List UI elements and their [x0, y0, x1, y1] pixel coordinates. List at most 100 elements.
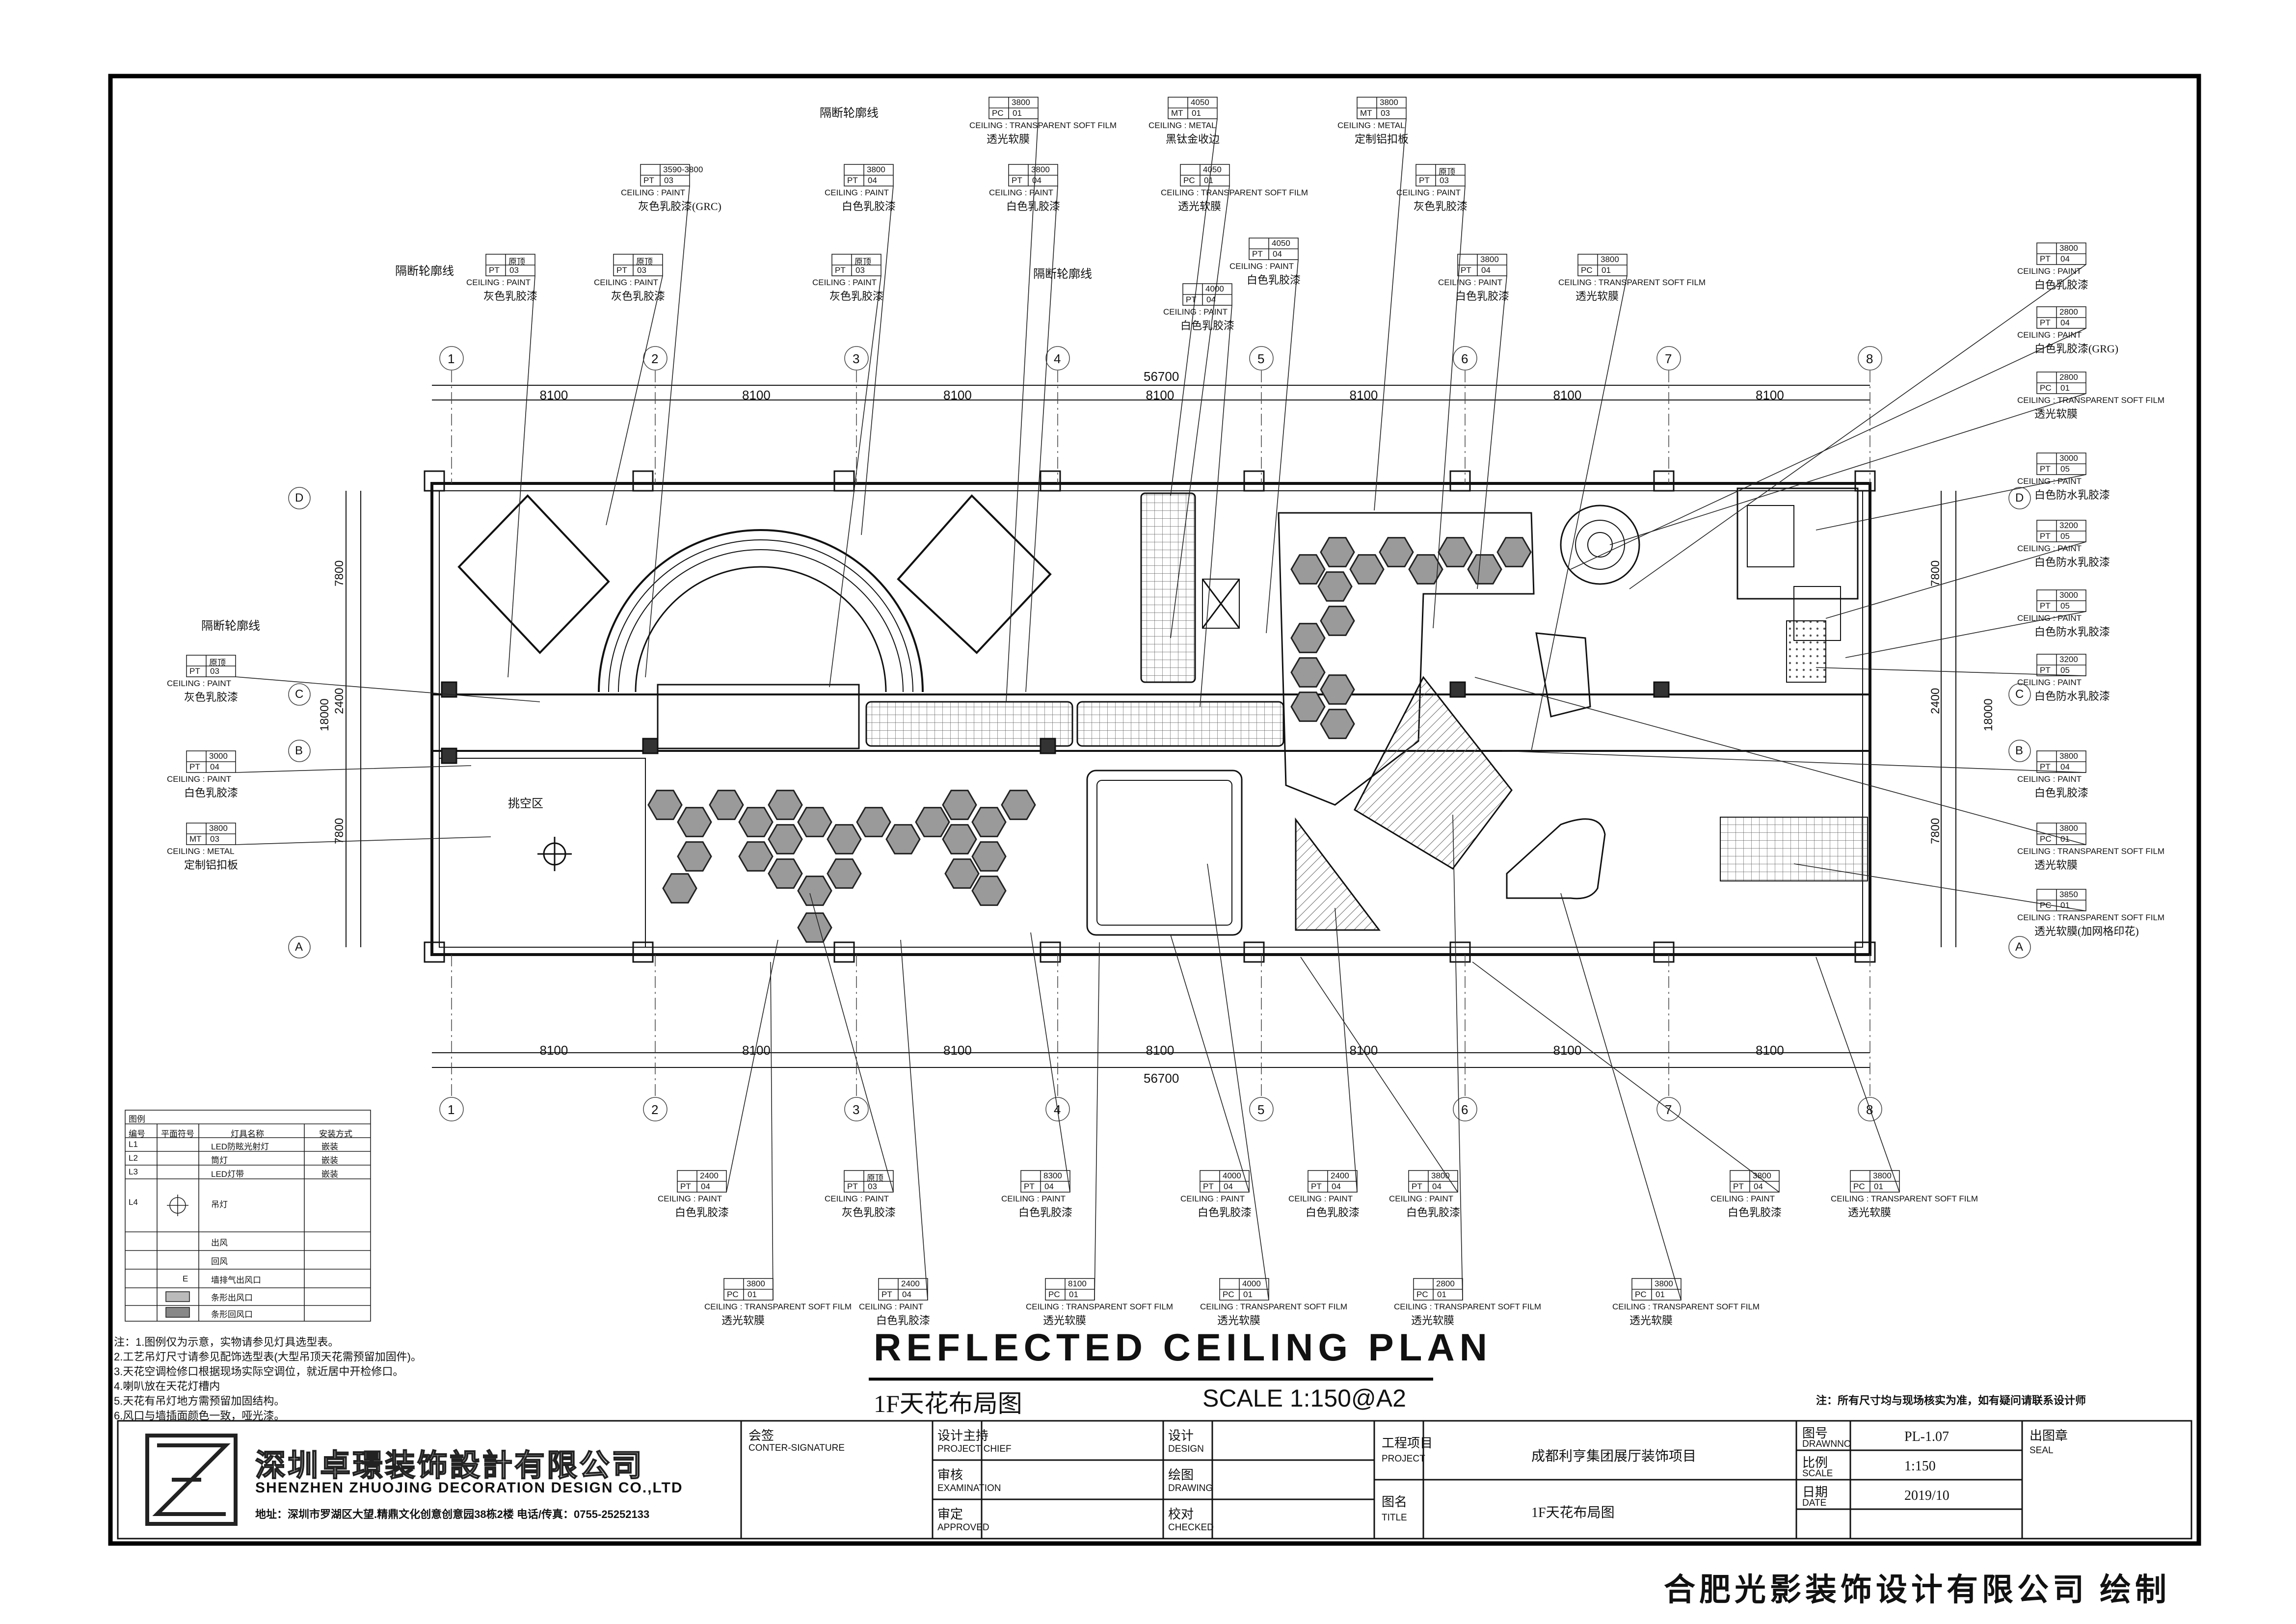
- examination-label: 审核: [937, 1467, 963, 1482]
- tag-leader: [645, 186, 690, 678]
- hexagon-light: [971, 807, 1007, 837]
- columns: [424, 470, 1876, 963]
- approved-label: 审定: [937, 1507, 963, 1521]
- tag-leader: [829, 275, 881, 688]
- project-value: 成都利亨集团展厅装饰项目: [1531, 1449, 1697, 1464]
- hexagon-light-clusters: [647, 537, 1532, 943]
- axis-bubble: [1249, 346, 1274, 371]
- hexagon-light: [1408, 554, 1443, 585]
- axis-bubble: [288, 740, 311, 762]
- seal-label: 出图章: [2029, 1428, 2068, 1443]
- axis-bubble: [1249, 1097, 1274, 1121]
- axis-bubble: [439, 346, 464, 371]
- site-verify-note: 注：所有尺寸均与现场核实为准，如有疑问请联系设计师: [1816, 1394, 2086, 1407]
- axis-bubble: [1045, 1097, 1070, 1121]
- company-address: 地址：深圳市罗湖区大望.精鼎文化创意创意园38栋2楼 电话/传真：0755-25…: [255, 1508, 650, 1520]
- date-label-en: DATE: [1802, 1498, 1827, 1508]
- axis-bubble: [2008, 936, 2031, 958]
- hexagon-light: [1317, 571, 1353, 602]
- design-label: 设计: [1168, 1428, 1194, 1443]
- tag-leader: [1006, 118, 1039, 702]
- general-notes: 注：1.图例仅为示意，实物请参见灯具选型表。 2.工艺吊灯尺寸请参见配饰选型表(…: [114, 1335, 487, 1423]
- tag-leader: [1094, 942, 1100, 1301]
- scale-label: 比例: [1802, 1455, 1828, 1470]
- hexagon-light: [944, 858, 980, 889]
- hexagon-light: [1290, 692, 1326, 722]
- hexagon-light: [797, 876, 832, 906]
- legend-header-name: 灯具名称: [231, 1129, 264, 1139]
- tag-leader: [1815, 957, 1900, 1193]
- axis-bubble: [288, 487, 311, 509]
- floor-plan: [424, 470, 1876, 963]
- tag-boxes: [186, 97, 2086, 1301]
- tag-leader: [1477, 275, 1507, 589]
- hexagon-light: [797, 912, 832, 943]
- tag-leader: [1433, 186, 1466, 629]
- axis-bubble: [288, 936, 311, 958]
- hexagon-light: [738, 841, 774, 872]
- tag-leader: [606, 275, 663, 526]
- hexagon-light: [677, 807, 712, 837]
- drafter-credit: 合肥光影装饰设计有限公司 绘制: [1664, 1572, 2170, 1607]
- axis-bubble: [1656, 1097, 1681, 1121]
- examination-label-en: EXAMINATION: [937, 1483, 1001, 1493]
- hexagon-light: [856, 807, 891, 837]
- tag-leader: [507, 275, 535, 678]
- countersign-label: 会签: [748, 1428, 774, 1443]
- scale-value: 1:150: [1904, 1459, 1936, 1474]
- drawno-label: 图号: [1802, 1426, 1828, 1440]
- hexagon-light: [1349, 554, 1385, 585]
- tag-leader: [1570, 328, 2086, 570]
- design-label-en: DESIGN: [1168, 1444, 1204, 1454]
- axis-bubble: [288, 683, 311, 706]
- hexagon-light: [768, 824, 803, 854]
- note-line: 3.天花空调检修口根据现场实际空调位，就近居中开检修口。: [114, 1365, 404, 1378]
- soft-film-vertical: [1140, 492, 1196, 683]
- tag-leader: [770, 961, 774, 1301]
- tag-leader: [235, 676, 540, 702]
- tag-leader: [1793, 863, 2086, 911]
- axis-bubble: [1858, 1097, 1882, 1121]
- axis-bubble: [1858, 346, 1882, 371]
- tag-leader: [1560, 893, 1682, 1301]
- checked-label: 校对: [1168, 1507, 1194, 1521]
- company-name-en: SHENZHEN ZHUOJING DECORATION DESIGN CO.,…: [255, 1480, 683, 1496]
- hexagon-light: [662, 873, 697, 904]
- axis-bubble: [2008, 487, 2031, 509]
- hexagon-light: [1467, 554, 1502, 585]
- hexagon-light: [915, 807, 950, 837]
- title-label-en: TITLE: [1382, 1513, 1407, 1523]
- hexagon-light: [677, 841, 712, 872]
- axis-bubble: [1656, 346, 1681, 371]
- arch-ceiling-outer: [598, 529, 924, 692]
- approved-label-en: APPROVED: [937, 1522, 989, 1533]
- hexagon-light: [1379, 537, 1414, 567]
- date-value: 2019/10: [1904, 1488, 1949, 1503]
- tag-leader: [235, 836, 491, 845]
- tag-leader: [1300, 957, 1458, 1193]
- drawing-title-en: REFLECTED CEILING PLAN: [874, 1326, 1493, 1369]
- hexagon-light: [768, 790, 803, 820]
- tag-leader: [1609, 393, 2086, 545]
- axis-bubble: [643, 346, 667, 371]
- hexagon-light: [709, 790, 744, 820]
- countersign-label-en: CONTER-SIGNATURE: [748, 1443, 845, 1453]
- washroom-block: [1736, 487, 1859, 600]
- hexagon-light: [1438, 537, 1473, 567]
- company-name-cn: 深圳卓璟装饰設計有限公司: [255, 1448, 644, 1483]
- project-chief-label-en: PROJECT CHIEF: [937, 1444, 1012, 1454]
- tag-leader: [1474, 677, 2086, 845]
- hexagon-light: [885, 824, 921, 854]
- drawing-scale: SCALE 1:150@A2: [1202, 1384, 1406, 1412]
- tag-leader: [1030, 932, 1070, 1193]
- hexagon-light: [942, 790, 977, 820]
- tag-leader: [1452, 814, 1463, 1301]
- legend-header-mount: 安装方式: [319, 1129, 352, 1139]
- company-logo: [145, 1434, 238, 1526]
- hexagon-light: [971, 876, 1007, 906]
- tag-leader: [1815, 667, 2086, 676]
- tag-leader: [1266, 259, 1299, 634]
- hexagon-light: [1001, 790, 1036, 820]
- hexagon-light: [647, 790, 683, 820]
- tag-leader: [809, 893, 894, 1193]
